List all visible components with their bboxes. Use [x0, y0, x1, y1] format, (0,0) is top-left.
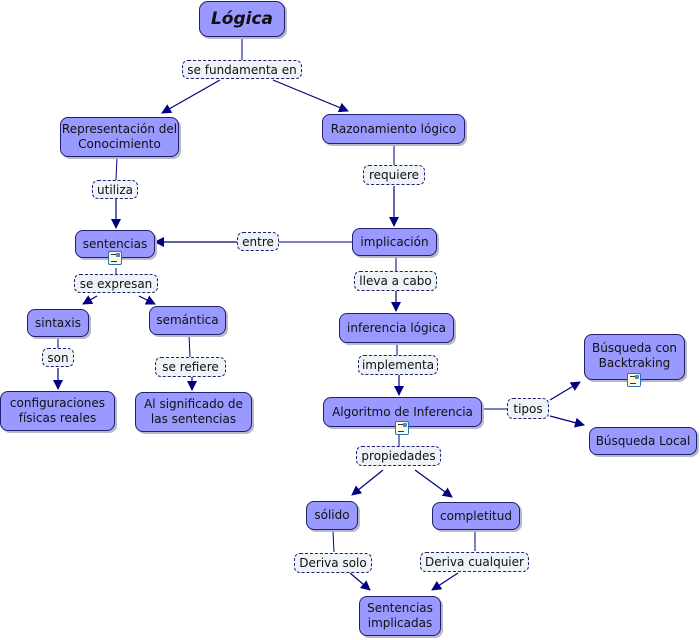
edge-expresan-semantica	[138, 295, 156, 305]
edge-propiedades-solido	[351, 469, 384, 496]
resource-document-icon[interactable]	[108, 251, 122, 265]
link-utiliza[interactable]: utiliza	[92, 180, 138, 199]
edge-representacion-utiliza	[115, 156, 118, 181]
concept-razonamiento[interactable]: Razonamiento lógico	[322, 114, 465, 144]
link-se-refiere[interactable]: se refiere	[155, 357, 226, 377]
link-entre[interactable]: entre	[237, 232, 279, 251]
link-se-expresan[interactable]: se expresan	[74, 274, 158, 293]
edge-semantica-refiere	[188, 334, 191, 358]
edge-fundamenta-representacion	[161, 79, 221, 114]
resource-document-icon[interactable]	[627, 373, 641, 387]
edge-tipos-backtracking	[549, 381, 581, 401]
concept-configuraciones[interactable]: configuraciones físicas reales	[0, 391, 115, 431]
edge-derivasolo-implicadas	[349, 572, 371, 591]
link-deriva-cualquier[interactable]: Deriva cualquier	[420, 552, 529, 572]
concept-sintaxis[interactable]: sintaxis	[27, 309, 89, 337]
concept-sentencias[interactable]: sentencias	[75, 230, 155, 258]
edge-tipos-local	[549, 415, 585, 428]
edge-expresan-sintaxis	[82, 295, 98, 305]
link-propiedades[interactable]: propiedades	[356, 446, 441, 466]
link-lleva-a-cabo[interactable]: lleva a cabo	[354, 271, 437, 291]
concept-implicacion[interactable]: implicación	[352, 228, 437, 256]
concept-semantica[interactable]: semántica	[149, 306, 226, 335]
edge-derivacualquier-implicadas	[431, 572, 459, 591]
edge-propiedades-completitud	[414, 469, 453, 498]
edge-fundamenta-razonamiento	[272, 79, 349, 113]
concept-representacion[interactable]: Representación del Conocimiento	[60, 117, 179, 157]
concept-logica[interactable]: Lógica	[199, 1, 285, 37]
link-requiere[interactable]: requiere	[363, 165, 425, 185]
edge-solido-derivasolo	[332, 530, 335, 553]
resource-document-icon[interactable]	[395, 421, 409, 435]
concept-local[interactable]: Búsqueda Local	[589, 427, 697, 455]
concept-significado[interactable]: Al significado de las sentencias	[135, 392, 252, 432]
link-son[interactable]: son	[42, 348, 74, 367]
link-implementa[interactable]: implementa	[358, 355, 438, 375]
concept-solido[interactable]: sólido	[306, 501, 358, 530]
concept-inferencia[interactable]: inferencia lógica	[339, 313, 454, 343]
link-se-fundamenta-en[interactable]: se fundamenta en	[182, 60, 302, 79]
link-deriva-solo[interactable]: Deriva solo	[294, 553, 372, 573]
concept-implicadas[interactable]: Sentencias implicadas	[359, 596, 441, 636]
link-tipos[interactable]: tipos	[507, 398, 549, 419]
concept-completitud[interactable]: completitud	[432, 502, 520, 530]
concept-backtracking[interactable]: Búsqueda con Backtraking	[584, 334, 685, 380]
